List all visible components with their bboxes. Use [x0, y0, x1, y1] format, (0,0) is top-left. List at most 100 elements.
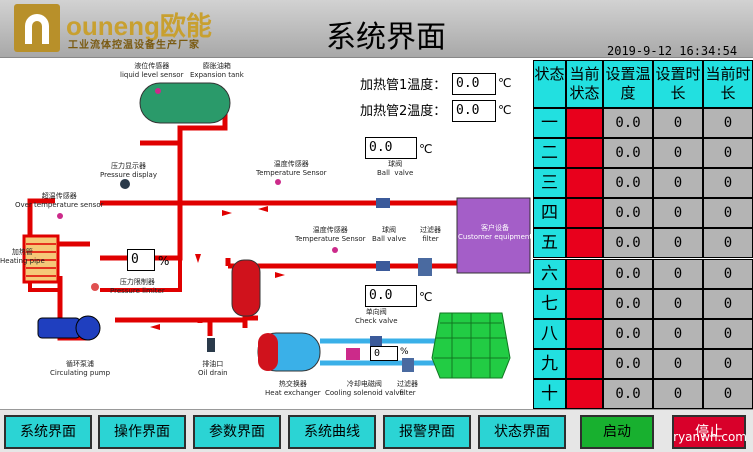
table-header-2: 设置温度	[603, 60, 653, 108]
table-row-name: 十	[533, 378, 566, 409]
system-screen-button[interactable]: 系统界面	[4, 415, 92, 449]
table-row-name: 六	[533, 258, 566, 289]
heater-1-temp-value[interactable]: 0.0	[452, 73, 496, 95]
table-row-name: 一	[533, 108, 566, 138]
table-row-current-time: 0	[703, 378, 753, 409]
pressure-limiter-icon	[91, 283, 99, 291]
heating-percent-unit: %	[158, 254, 170, 268]
supply-temp-value[interactable]: 0.0	[365, 137, 417, 159]
table-row-set-time[interactable]: 0	[653, 318, 703, 349]
table-row-state-indicator	[566, 318, 603, 349]
heater-2-temp-value[interactable]: 0.0	[452, 100, 496, 122]
alarm-screen-button[interactable]: 报警界面	[383, 415, 471, 449]
label-ball-valve-1: 球阀 Ball valve	[377, 160, 414, 177]
table-row-set-time[interactable]: 0	[653, 258, 703, 289]
table-row-current-time: 0	[703, 288, 753, 319]
label-oil-drain: 排油口 Oil drain	[198, 360, 228, 377]
piping-schematic	[22, 82, 531, 379]
operation-screen-button[interactable]: 操作界面	[98, 415, 186, 449]
table-row-current-time: 0	[703, 228, 753, 259]
circulating-pump	[37, 317, 81, 339]
label-pressure-limiter: 压力限制器 Pressure limiter	[110, 278, 165, 295]
temp-sensor-2-icon	[332, 247, 338, 253]
ball-valve-2-icon	[376, 261, 390, 271]
table-row-state-indicator	[566, 108, 603, 138]
table-row-set-time[interactable]: 0	[653, 288, 703, 319]
table-row-set-time[interactable]: 0	[653, 168, 703, 199]
table-row-set-temp[interactable]: 0.0	[603, 198, 653, 229]
buffer-tank	[231, 259, 261, 317]
table-row-state-indicator	[566, 348, 603, 379]
heater-1-temp-unit: ℃	[498, 76, 512, 90]
system-curve-button[interactable]: 系统曲线	[288, 415, 376, 449]
pressure-display-icon	[120, 179, 130, 189]
return-temp-unit: ℃	[419, 290, 433, 304]
table-row-set-time[interactable]: 0	[653, 108, 703, 138]
supply-temp-unit: ℃	[419, 142, 433, 156]
table-row-state-indicator	[566, 288, 603, 319]
label-ball-valve-2: 球阀 Ball valve	[372, 226, 407, 243]
label-filter-1: 过滤器 filter	[420, 226, 441, 243]
table-header-3: 设置时长	[653, 60, 703, 108]
label-filter-2: 过滤器 filter	[397, 380, 418, 397]
header-bar: ouneng欧能 工业流体控温设备生产厂家 系统界面 2019-9-12 16:…	[0, 0, 753, 58]
expansion-tank	[139, 82, 231, 124]
table-row-name: 五	[533, 228, 566, 259]
table-header-0: 状态	[533, 60, 566, 108]
table-row-set-time[interactable]: 0	[653, 138, 703, 169]
label-customer-equipment: 客户设备 Customer equipment	[458, 224, 533, 241]
start-button[interactable]: 启动	[580, 415, 654, 449]
table-row-set-temp[interactable]: 0.0	[603, 348, 653, 379]
heater-1-temp-label: 加热管1温度：	[360, 78, 447, 93]
table-row-name: 二	[533, 138, 566, 169]
table-row-set-time[interactable]: 0	[653, 348, 703, 379]
brand-tagline: 工业流体控温设备生产厂家	[68, 40, 200, 51]
flow-arrows	[150, 206, 285, 330]
label-heating-pipe: 加热管 Heating pipe	[0, 248, 45, 265]
table-row-current-time: 0	[703, 348, 753, 379]
heating-percent-value[interactable]: 0	[127, 249, 155, 271]
label-pressure-display: 压力显示器 Pressure display	[100, 162, 157, 179]
label-liquid-level-sensor: 液位传感器 liquid level sensor	[120, 62, 184, 79]
label-temp-sensor-1: 温度传感器 Temperature Sensor	[256, 160, 327, 177]
table-row-set-temp[interactable]: 0.0	[603, 228, 653, 259]
brand-name: ouneng欧能	[66, 11, 212, 41]
table-row-set-temp[interactable]: 0.0	[603, 138, 653, 169]
table-row-set-temp[interactable]: 0.0	[603, 168, 653, 199]
parameter-screen-button[interactable]: 参数界面	[193, 415, 281, 449]
table-row-name: 七	[533, 288, 566, 319]
table-row-set-temp[interactable]: 0.0	[603, 378, 653, 409]
label-temp-sensor-2: 温度传感器 Temperature Sensor	[295, 226, 366, 243]
label-heat-exchanger: 热交换器 Heat exchanger	[265, 380, 321, 397]
label-circulating-pump: 循环泵浦 Circulating pump	[50, 360, 111, 377]
table-row-set-time[interactable]: 0	[653, 228, 703, 259]
temp-sensor-1-icon	[275, 179, 281, 185]
table-row-current-time: 0	[703, 138, 753, 169]
status-screen-button[interactable]: 状态界面	[478, 415, 566, 449]
cooling-percent-unit: %	[400, 347, 409, 357]
table-row-current-time: 0	[703, 258, 753, 289]
table-row-set-temp[interactable]: 0.0	[603, 318, 653, 349]
cooling-percent-value[interactable]: 0	[370, 346, 398, 361]
over-temp-sensor-icon	[57, 213, 63, 219]
heater-2-temp-label: 加热管2温度：	[360, 104, 447, 119]
table-row-set-temp[interactable]: 0.0	[603, 258, 653, 289]
table-row-state-indicator	[566, 198, 603, 229]
customer-equipment	[456, 197, 531, 274]
table-row-set-time[interactable]: 0	[653, 198, 703, 229]
watermark: ryanwh.com	[673, 430, 747, 444]
table-row-set-time[interactable]: 0	[653, 378, 703, 409]
stop-button[interactable]: 停止	[672, 415, 746, 449]
return-temp-value[interactable]: 0.0	[365, 285, 417, 307]
table-header-4: 当前时长	[703, 60, 753, 108]
heater-2-temp-unit: ℃	[498, 103, 512, 117]
table-header-1: 当前状态	[566, 60, 603, 108]
table-row-name: 三	[533, 168, 566, 199]
cooling-solenoid-valve-icon	[346, 348, 360, 360]
page-title: 系统界面	[326, 20, 446, 55]
ouneng-logo	[14, 4, 60, 52]
table-row-set-temp[interactable]: 0.0	[603, 108, 653, 138]
oil-drain-icon	[207, 338, 215, 352]
table-row-set-temp[interactable]: 0.0	[603, 288, 653, 319]
table-row-current-time: 0	[703, 318, 753, 349]
